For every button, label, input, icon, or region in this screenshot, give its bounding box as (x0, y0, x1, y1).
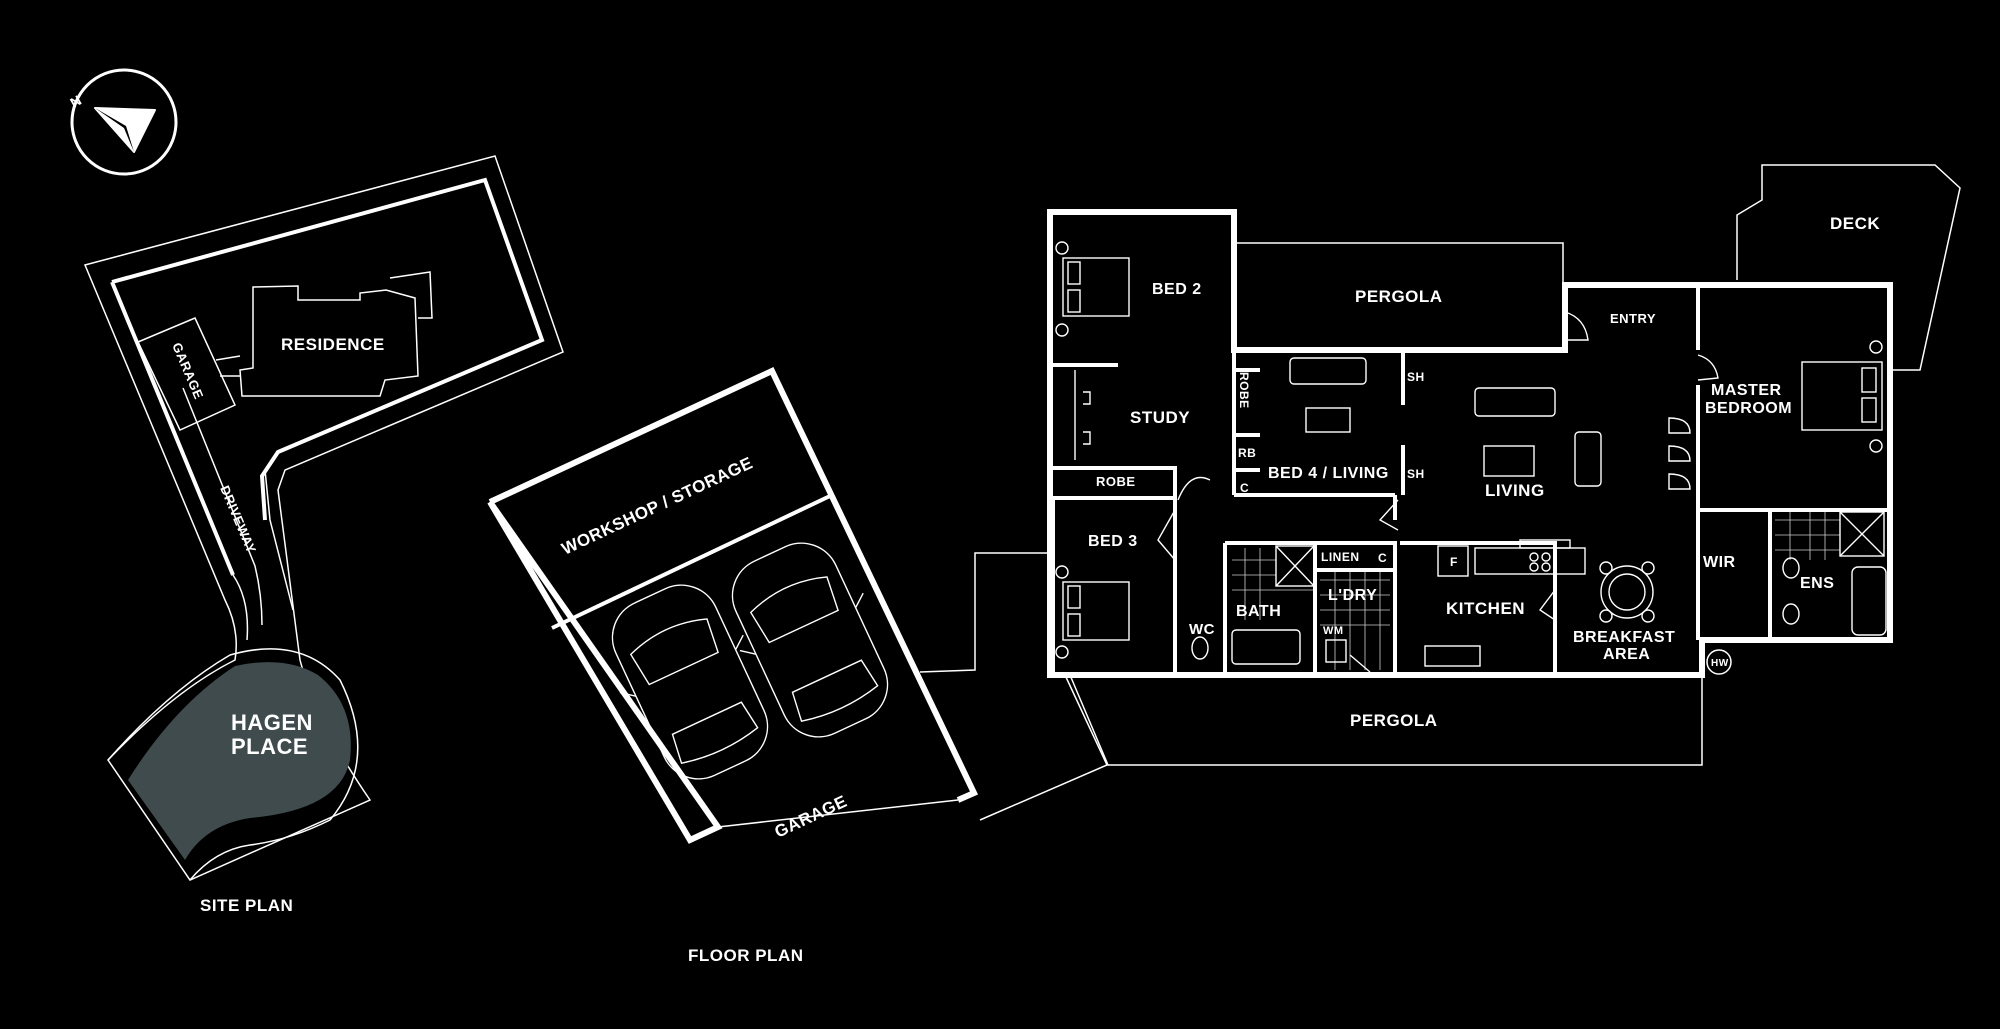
car-right-icon (731, 542, 889, 738)
site-inner-outline (111, 177, 545, 521)
room-sh1-label: SH (1407, 370, 1425, 384)
compass-icon: N (67, 68, 178, 176)
room-pergola-top-label: PERGOLA (1355, 287, 1443, 306)
room-pergola-bottom-label: PERGOLA (1350, 711, 1438, 730)
bed4-sofa-icon (1289, 357, 1367, 433)
driveway-path (182, 387, 263, 626)
hot-water-icon (1706, 649, 1732, 675)
main-house: BED 2 PERGOLA DECK ENTRY ROBE RB C SH SH… (1047, 164, 1961, 766)
door-swings (1157, 311, 1719, 673)
residence-label: RESIDENCE (281, 335, 385, 354)
room-ens-label: ENS (1800, 575, 1834, 592)
pergola-bottom-outline (1069, 674, 1703, 766)
room-c2-label: C (1378, 551, 1387, 565)
room-fridge-label: F (1450, 555, 1458, 569)
room-wm-label: WM (1323, 625, 1344, 637)
kitchen-fixtures-icon (1424, 539, 1586, 667)
room-bed2-label: BED 2 (1152, 281, 1202, 298)
room-study-label: STUDY (1130, 408, 1190, 427)
bed3-bed-icon (1055, 565, 1130, 659)
room-kitchen-label: KITCHEN (1446, 599, 1525, 618)
room-laundry-label: L'DRY (1328, 587, 1377, 604)
room-c1-label: C (1240, 481, 1249, 495)
car-left-icon (611, 584, 769, 780)
room-wir-label: WIR (1703, 554, 1736, 571)
bed2-bed-icon (1055, 241, 1130, 337)
garage-outline (487, 367, 979, 844)
room-deck-label: DECK (1830, 214, 1880, 233)
deck-outline (1736, 164, 1961, 371)
street-name-line2: PLACE (231, 734, 308, 759)
room-breakfast-label-line1: BREAKFAST (1573, 629, 1675, 646)
residence-outline (239, 285, 419, 397)
master-bed-icon (1801, 340, 1883, 453)
study-desk-icon (1074, 370, 1091, 460)
bath-fixtures-icon (1191, 545, 1347, 665)
room-rb-label: RB (1238, 446, 1256, 460)
ensuite-fixtures-icon (1775, 511, 1887, 636)
street-name-line1: HAGEN (231, 710, 313, 735)
street-cul-de-sac (128, 662, 351, 860)
site-plan-caption: SITE PLAN (200, 896, 293, 915)
room-linen-label: LINEN (1321, 550, 1360, 564)
room-master-label-line2: BEDROOM (1705, 400, 1792, 417)
laundry-tiles (1320, 572, 1390, 670)
room-living-label: LIVING (1485, 481, 1545, 500)
room-bed3-label: BED 3 (1088, 533, 1138, 550)
living-sofa-icon (1474, 387, 1691, 490)
room-bed4-label: BED 4 / LIVING (1268, 465, 1389, 482)
room-master-label-line1: MASTER (1711, 382, 1782, 399)
site-garage-outline (136, 317, 236, 431)
floor-plan-caption: FLOOR PLAN (688, 946, 804, 965)
room-robe-horizontal-label: ROBE (1096, 474, 1136, 489)
dining-table-icon (1599, 561, 1655, 623)
room-robe-vertical-label: ROBE (1237, 372, 1251, 409)
site-plan: RESIDENCE GARAGE DRIVEWAY HAGEN PLACE SI… (83, 155, 564, 915)
room-entry-label: ENTRY (1610, 311, 1656, 326)
room-bath-label: BATH (1236, 603, 1281, 620)
room-wc-label: WC (1189, 621, 1215, 638)
house-outer-walls (1047, 209, 1893, 678)
room-breakfast-label-line2: AREA (1603, 646, 1650, 663)
room-sh2-label: SH (1407, 467, 1425, 481)
room-hw-label: HW (1711, 658, 1729, 669)
